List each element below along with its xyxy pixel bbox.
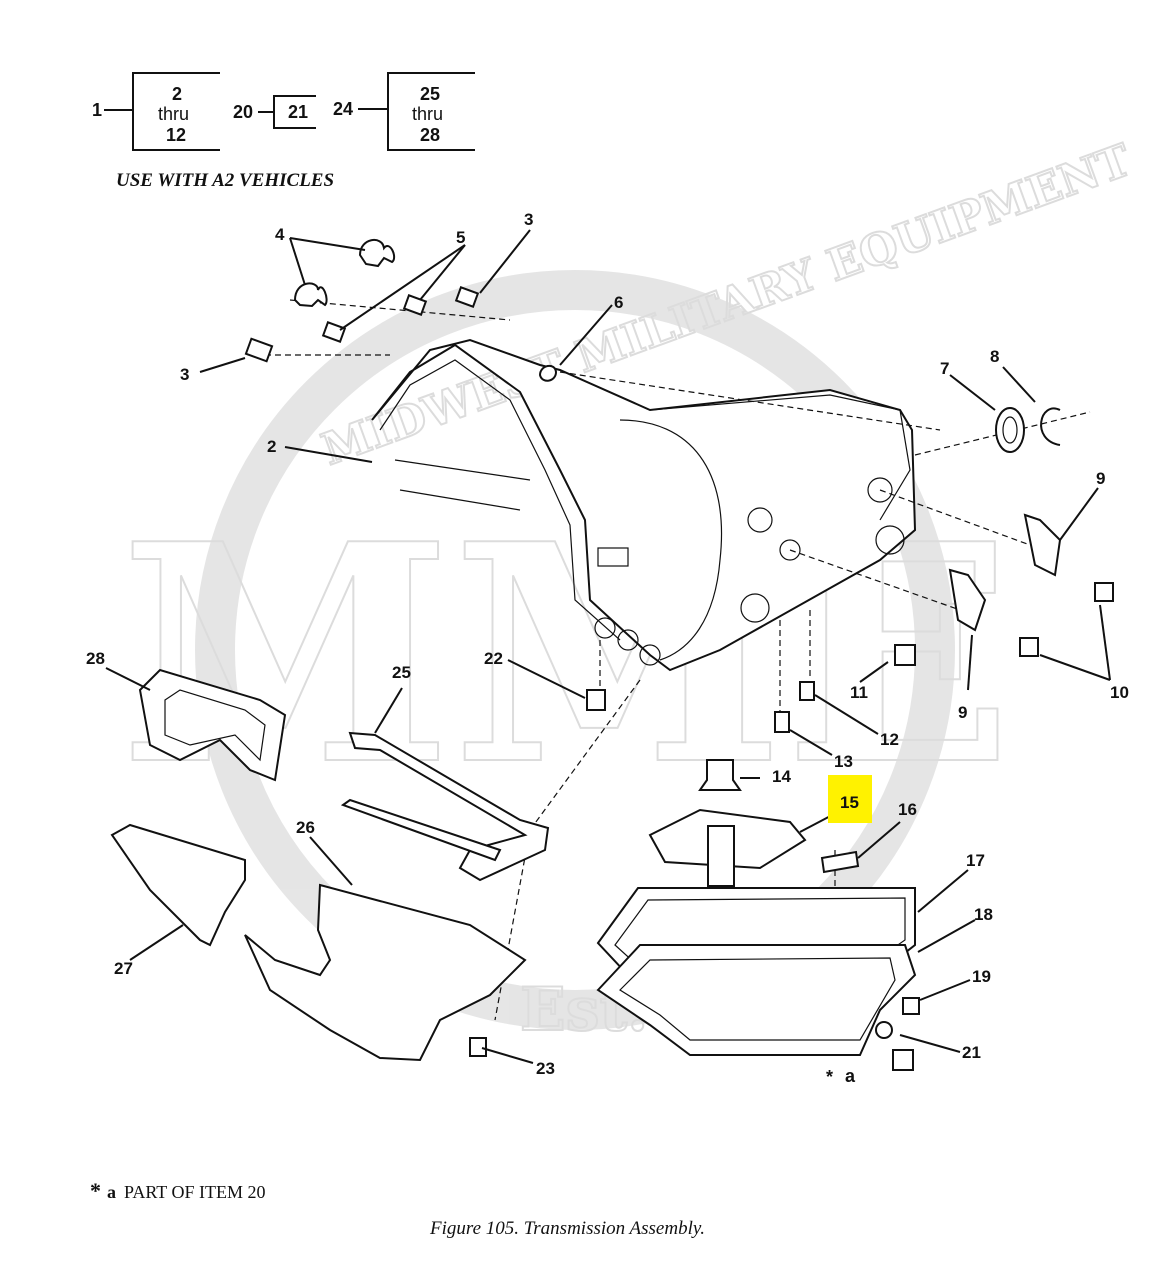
key-c-top: 25 — [420, 84, 440, 104]
key-ref-20: 20 — [233, 102, 253, 122]
callout-labels: 4 5 3 3 6 2 7 8 9 9 10 11 12 13 14 15 16… — [86, 210, 1129, 1087]
callout-14: 14 — [772, 767, 791, 786]
callout-28: 28 — [86, 649, 105, 668]
key-a-mid: thru — [158, 104, 189, 124]
callout-21: 21 — [962, 1043, 981, 1062]
callout-17: 17 — [966, 851, 985, 870]
callout-19: 19 — [972, 967, 991, 986]
footnote-star: * — [90, 1178, 101, 1203]
callout-16: 16 — [898, 800, 917, 819]
callout-18: 18 — [974, 905, 993, 924]
key-a-top: 2 — [172, 84, 182, 104]
callout-leaders — [105, 229, 1111, 1064]
callout-12: 12 — [880, 730, 899, 749]
callout-9-right: 9 — [1096, 469, 1105, 488]
callout-13: 13 — [834, 752, 853, 771]
clip-part — [358, 239, 396, 268]
key-a-bot: 12 — [166, 125, 186, 145]
callout-4: 4 — [275, 225, 285, 244]
assembly-key: 1 2 thru 12 20 21 24 25 thru 28 — [92, 72, 475, 151]
key-c-mid: thru — [412, 104, 443, 124]
callout-3-left: 3 — [180, 365, 189, 384]
key-ref-1: 1 — [92, 100, 102, 120]
item-15-highlight — [828, 775, 872, 823]
key-b-item: 21 — [288, 102, 308, 122]
small-parts — [110, 239, 1114, 1071]
callout-22: 22 — [484, 649, 503, 668]
callout-6: 6 — [614, 293, 623, 312]
callout-a: a — [845, 1066, 856, 1086]
callout-2: 2 — [267, 437, 276, 456]
callout-7: 7 — [940, 359, 949, 378]
figure-caption: Figure 105. Transmission Assembly. — [430, 1218, 705, 1239]
callout-5: 5 — [456, 228, 465, 247]
callout-15: 15 — [840, 793, 859, 812]
callout-3-top: 3 — [524, 210, 533, 229]
key-ref-24: 24 — [333, 99, 353, 119]
callout-25: 25 — [392, 663, 411, 682]
callout-a-star: * — [826, 1067, 833, 1087]
footnote-letter: a — [107, 1182, 116, 1202]
transmission-case — [371, 338, 917, 672]
callout-27: 27 — [114, 959, 133, 978]
use-with-note: USE WITH A2 VEHICLES — [116, 170, 335, 191]
callout-10: 10 — [1110, 683, 1129, 702]
footnote: * a PART OF ITEM 20 — [90, 1178, 265, 1204]
footnote-text: PART OF ITEM 20 — [124, 1182, 266, 1202]
key-c-bot: 28 — [420, 125, 440, 145]
callout-23: 23 — [536, 1059, 555, 1078]
callout-26: 26 — [296, 818, 315, 837]
callout-11: 11 — [850, 683, 868, 702]
clip-part — [293, 282, 328, 308]
callout-8: 8 — [990, 347, 999, 366]
callout-9-bottom: 9 — [958, 703, 967, 722]
